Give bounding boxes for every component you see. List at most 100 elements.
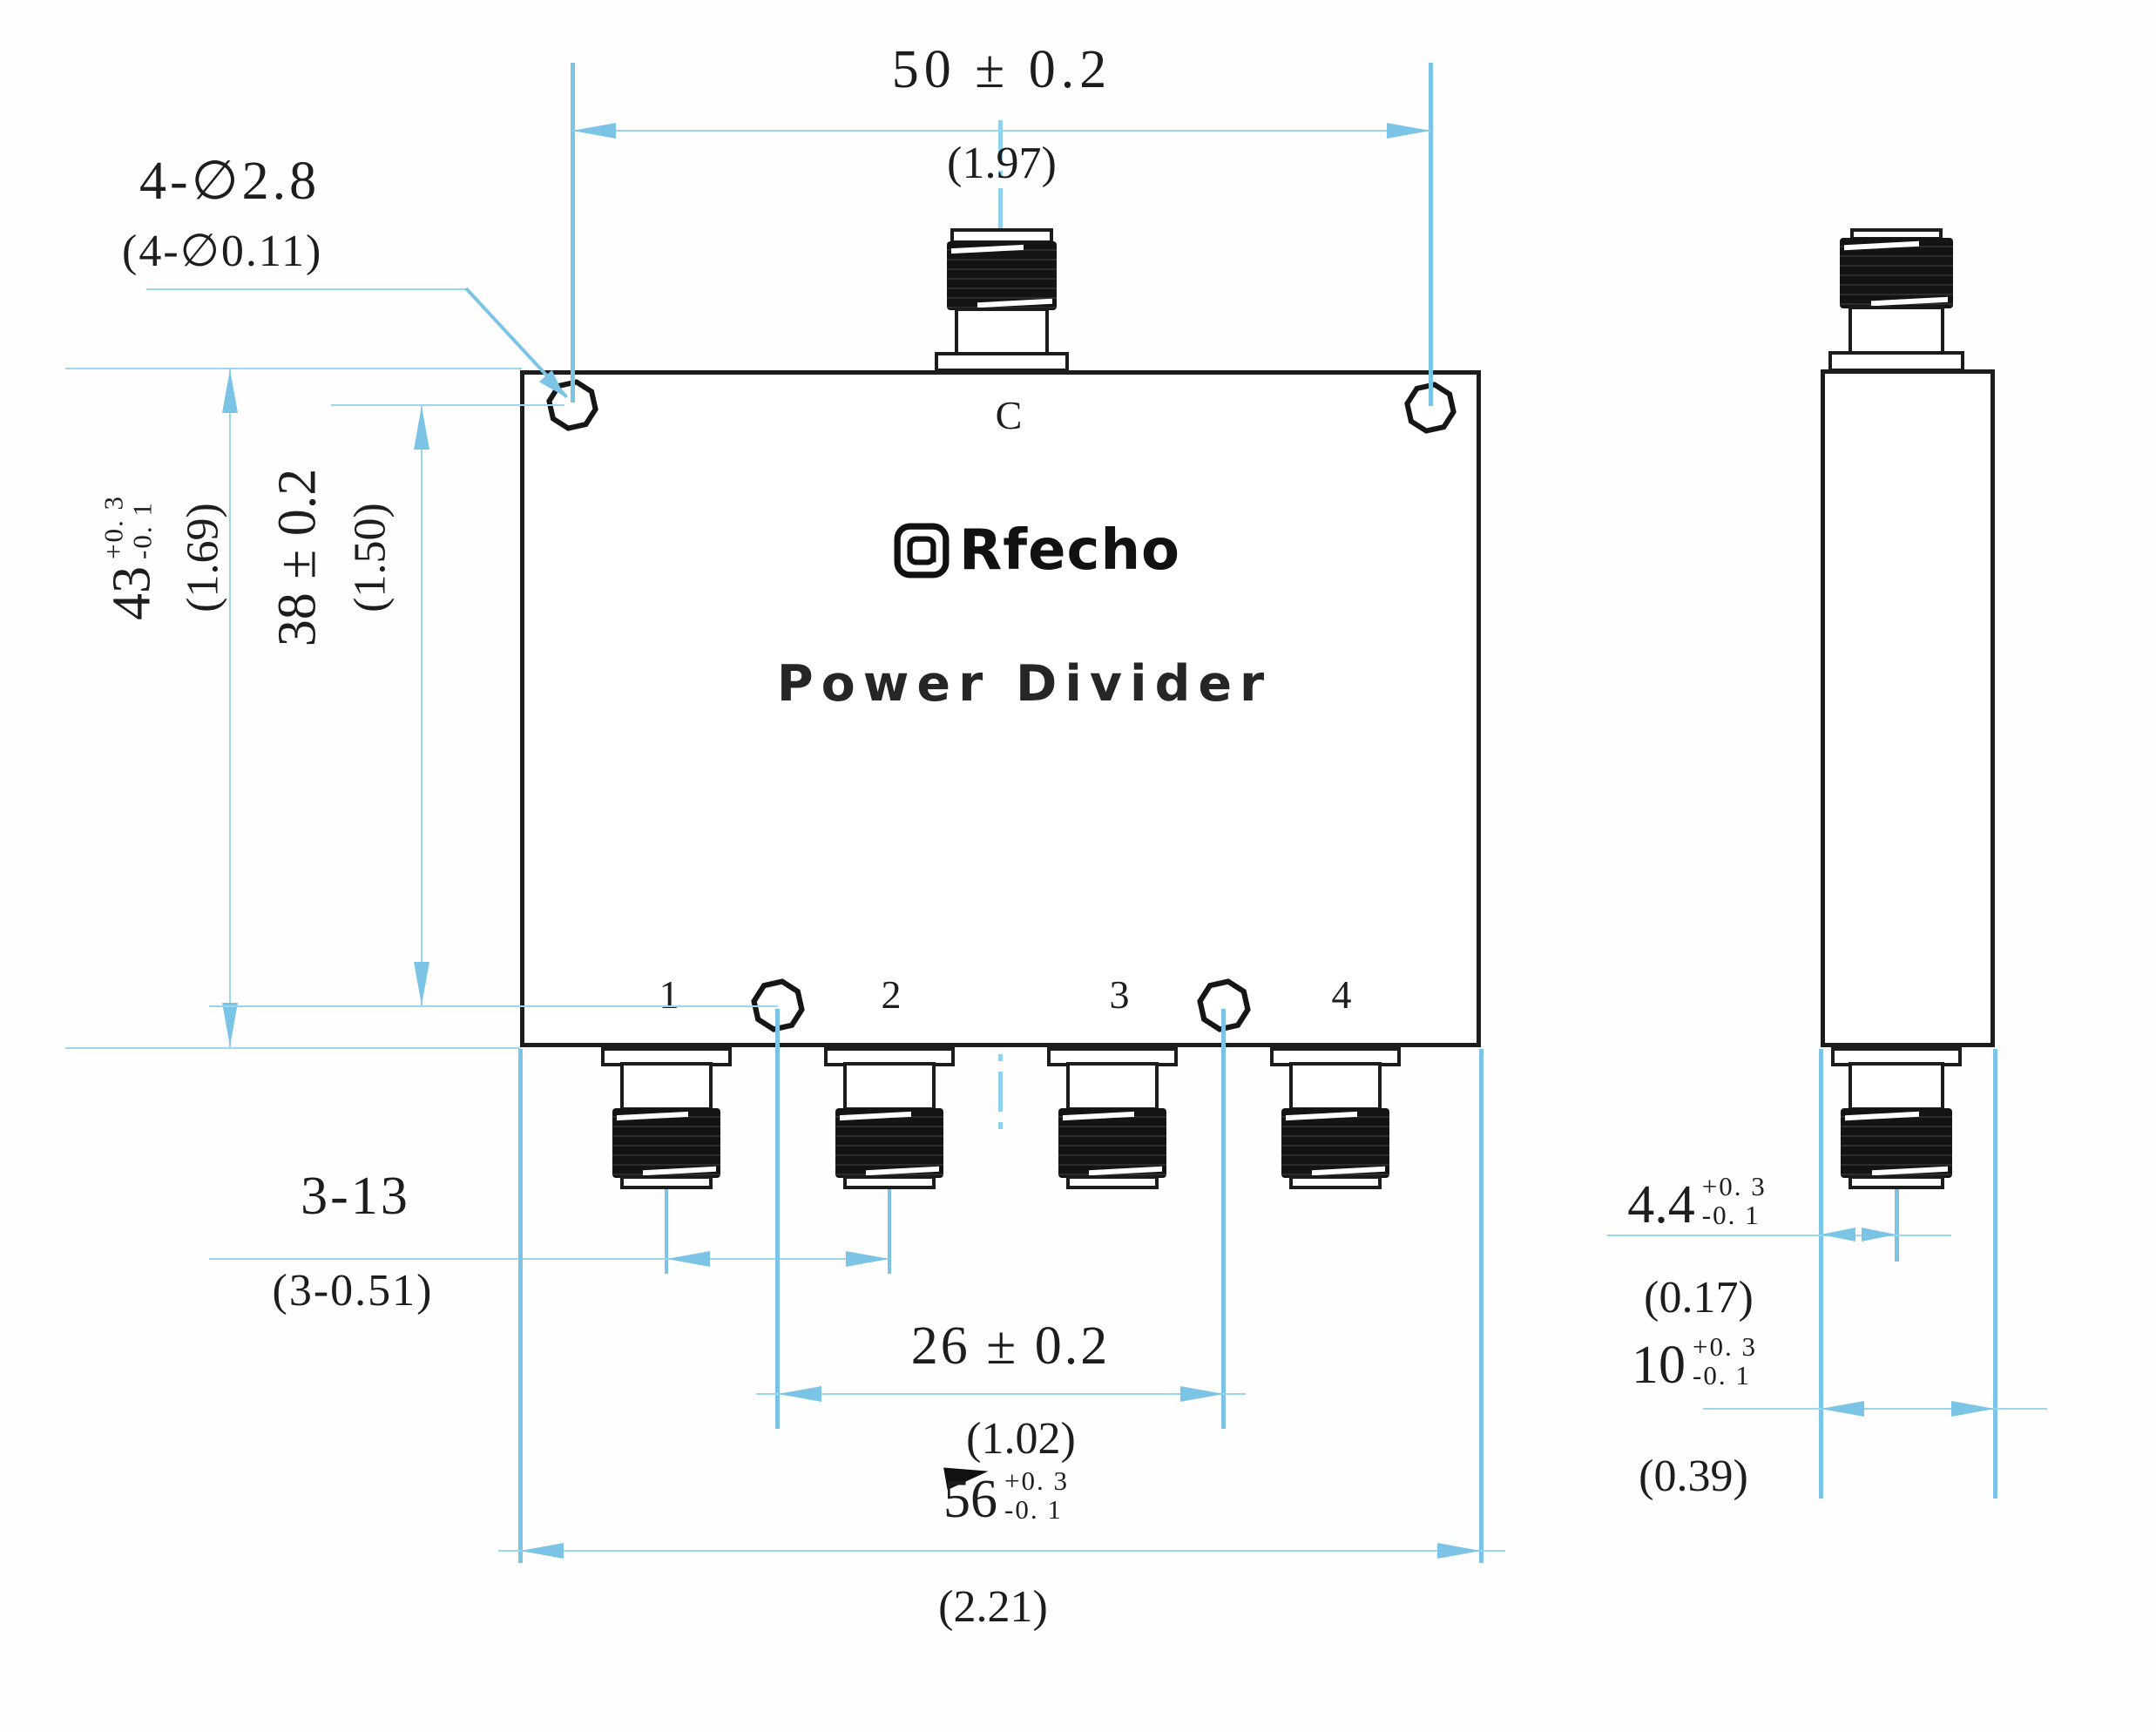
dim-arrow [1951,1401,1995,1417]
dim-arrow [414,406,429,450]
tol-plus: +0. 3 [98,495,129,559]
connector-cap [843,1175,936,1189]
extension-line [331,404,564,406]
extension-line [665,1189,668,1274]
dim-height38-inch: (1.50) [345,503,395,612]
port-label-c: C [995,393,1023,437]
dim-height38-mm: 38 ± 0.2 [267,468,328,647]
brand-logo: Rfecho [893,518,1180,583]
port-label-3: 3 [1109,972,1130,1017]
connector-cap [1289,1175,1382,1189]
dim-arrow [414,962,429,1005]
extension-line [571,63,575,403]
hex-screw-icon [751,978,805,1032]
connector-flange [935,352,1069,372]
dim-height43: 43 +0. 3-0. 1 [98,495,164,620]
dim-line-43 [229,369,231,1047]
tol-plus: +0. 3 [1004,1465,1069,1497]
tol-plus: +0. 3 [1693,1331,1757,1363]
dim-offset44-inch: (0.17) [1644,1273,1754,1323]
dim-arrow [778,1386,821,1402]
dim-line-56 [498,1550,1505,1552]
dim-top-width-mm: 50 ± 0.2 [891,40,1112,99]
dim-thick10-inch: (0.39) [1639,1451,1748,1501]
extension-line [209,1005,778,1007]
dim-line-26 [756,1393,1246,1395]
dim-offset44: 4.4+0. 3-0. 1 [1627,1171,1767,1236]
connector-threads [947,241,1057,310]
dim-holes-mm: 4-∅2.8 [139,152,321,211]
dim-width56-mm: 56 [943,1470,998,1529]
tol-minus: -0. 1 [126,501,157,559]
dim-height43-inch: (1.69) [178,503,228,612]
connector-threads [1841,1108,1952,1178]
dim-arrow [1437,1543,1481,1559]
tol-minus: -0. 1 [1701,1199,1761,1230]
dim-thick10-mm: 10 [1632,1336,1686,1395]
extension-line [1895,1189,1899,1262]
connector-neck [620,1062,713,1111]
connector-cap [620,1175,713,1189]
dim-height43-mm: 43 [102,565,162,620]
connector-neck [1848,1062,1944,1111]
dim-line-38 [421,405,422,1006]
dim-arrow [520,1543,564,1559]
tol-plus: +0. 3 [1701,1171,1767,1202]
connector-neck [955,308,1049,355]
dim-arrow [1387,123,1430,139]
connector-threads [835,1108,943,1178]
dim-arrow [222,369,238,413]
dim-arrow [572,123,616,139]
rfecho-logo-icon [894,523,950,578]
tol-minus: -0. 1 [1693,1359,1751,1390]
extension-line [1479,1049,1484,1563]
port-label-2: 2 [881,972,902,1017]
connector-threads [1281,1108,1389,1178]
connector-flange [1828,351,1964,372]
connector-threads [1058,1108,1166,1178]
port-label-4: 4 [1331,972,1352,1017]
extension-line [1819,1049,1823,1499]
dim-arrow [1862,1228,1896,1241]
port-label-1: 1 [659,972,679,1017]
screw-hole-icon [1404,382,1456,434]
dim-line-3-13 [209,1258,889,1260]
leader-underline [146,288,466,290]
dim-thick10: 10+0. 3-0. 1 [1632,1331,1757,1397]
brand-name: Rfecho [959,518,1180,583]
connector-cap [1066,1175,1159,1189]
extension-line [888,1189,891,1274]
extension-line [65,368,522,369]
hex-screw-icon [1197,978,1251,1032]
dim-arrow [1821,1228,1855,1241]
extension-line [1221,1009,1226,1429]
dim-holes-inch: (4-∅0.11) [122,227,323,276]
dim-pitch-mm: 3-13 [301,1167,410,1226]
dim-arrow [1821,1401,1864,1417]
dim-line-50 [572,130,1430,132]
dim-line-10 [1703,1408,2047,1410]
dim-width56-inch: (2.21) [938,1582,1048,1632]
extension-line [65,1047,520,1049]
dim-top-width-inch: (1.97) [947,139,1057,188]
front-body-outline [520,370,1481,1047]
connector-threads [1840,238,1953,308]
dim-arrow [666,1251,710,1267]
connector-neck [843,1062,936,1111]
extension-line [1429,63,1433,406]
tol-minus: -0. 1 [1004,1493,1063,1525]
dim-screwpitch-mm: 26 ± 0.2 [910,1316,1111,1376]
extension-line [775,1009,780,1429]
dim-offset44-mm: 4.4 [1627,1175,1695,1235]
dim-width56: 56+0. 3-0. 1 [943,1465,1069,1531]
connector-neck [1289,1062,1382,1111]
dim-screwpitch-inch: (1.02) [966,1414,1076,1464]
connector-cap [1848,1175,1944,1189]
extension-line [1993,1049,1997,1499]
dim-arrow [846,1251,889,1267]
dim-line-4.4 [1607,1235,1951,1236]
connector-neck [1848,306,1944,355]
product-title: Power Divider [776,655,1273,713]
dim-arrow [222,1003,238,1046]
